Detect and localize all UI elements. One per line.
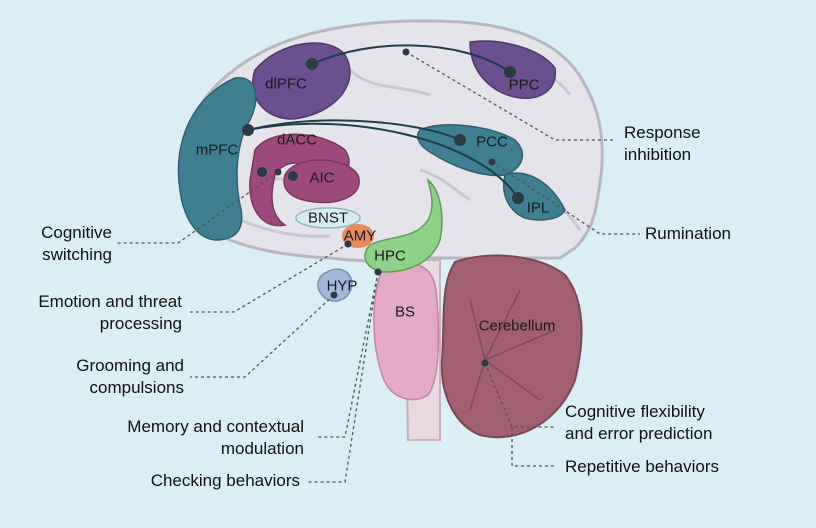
bnst-label: BNST (307, 209, 349, 227)
pcc-node (454, 134, 466, 146)
hyp-label: HYP (326, 277, 358, 295)
ppc-label: PPC (508, 76, 540, 94)
arc-mid-node (402, 48, 410, 56)
emotion-threat-label: Emotion and threat processing (38, 292, 182, 333)
grooming-label: Grooming and compulsions (76, 356, 184, 397)
ppc-node (504, 66, 516, 78)
aic-label: AIC (309, 169, 335, 187)
switching-node (274, 168, 282, 176)
pcc-label: PCC (476, 133, 508, 151)
amy-node (344, 240, 352, 248)
cerebellum-node (481, 359, 489, 367)
hyp-region (317, 268, 353, 302)
hpc-region (364, 178, 443, 273)
hpc-label: HPC (374, 247, 406, 265)
dlpfc-region (252, 42, 351, 120)
repetitive-behaviors-label: Repetitive behaviors (565, 457, 720, 476)
rumination-label: Rumination (645, 224, 731, 243)
checking-behaviors-label: Checking behaviors (150, 471, 300, 490)
hpc-node (374, 268, 382, 276)
cerebellum-folia (469, 289, 556, 411)
amy-label: AMY (343, 227, 377, 245)
mpfc-region (177, 77, 257, 241)
frontoparietal-arc (311, 44, 511, 73)
ipl-label: IPL (526, 199, 550, 217)
cognitive-switching-label: Cognitive switching (41, 223, 112, 264)
dmn-mid-node (488, 158, 496, 166)
cerebellum-label: Cerebellum (478, 317, 556, 335)
memory-modulation-label: Memory and contextual modulation (127, 417, 304, 458)
ipl-region (503, 172, 566, 221)
response-inhibition-label: Response inhibition (624, 123, 701, 164)
cognitive-flexibility-label: Cognitive flexibility and error predicti… (565, 402, 713, 443)
leader-lines (117, 51, 640, 483)
bs-region (373, 262, 440, 401)
dmn-arc-ipl (247, 122, 519, 199)
dlpfc-node (306, 58, 318, 70)
dlpfc-label: dlPFC (265, 75, 307, 93)
aic-node (288, 171, 298, 181)
dmn-arc (247, 119, 461, 141)
dacc-node (257, 167, 267, 177)
dacc-label: dACC (276, 131, 318, 149)
cerebellum-region (440, 254, 583, 439)
mpfc-label: mPFC (195, 141, 239, 159)
bnst-region (295, 207, 361, 229)
aic-region (283, 159, 360, 204)
bs-label: BS (394, 303, 416, 321)
hyp-node (330, 291, 338, 299)
mpfc-node (242, 124, 254, 136)
node-dots (242, 48, 524, 367)
ipl-node (512, 192, 524, 204)
